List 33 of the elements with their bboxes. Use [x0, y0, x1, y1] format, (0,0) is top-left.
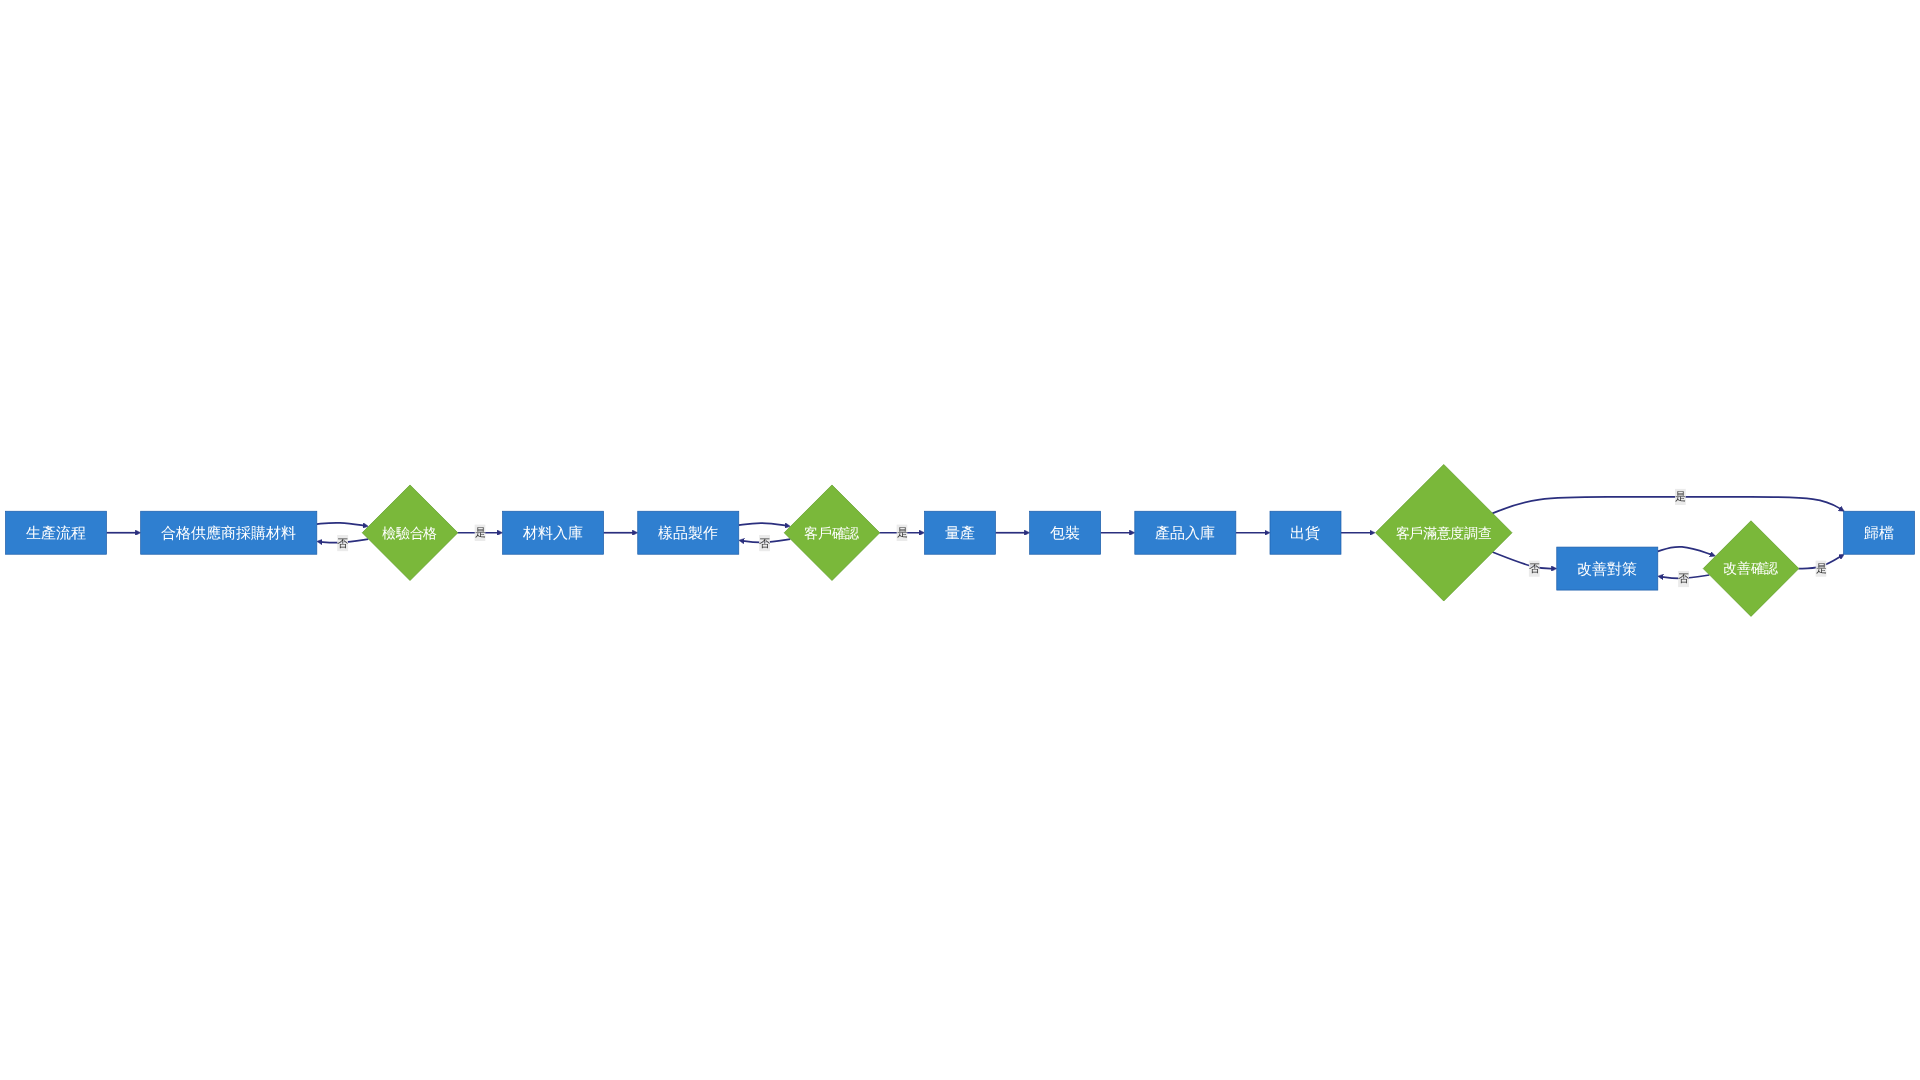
- edge-label: 否: [1528, 561, 1540, 575]
- arrow: [1099, 529, 1136, 536]
- arrow: [1491, 550, 1558, 572]
- node-diamond: 客戶滿意度調查: [1375, 463, 1513, 601]
- node-diamond: 檢驗合格: [361, 484, 459, 581]
- node-box: 生產流程: [5, 510, 107, 555]
- arrow: [105, 529, 141, 536]
- node-box: 量產: [924, 510, 996, 555]
- arrow: [1340, 529, 1376, 536]
- node-diamond: 客戶確認: [783, 484, 881, 581]
- edge-label: 是: [474, 525, 486, 539]
- edge-label: 否: [759, 535, 770, 549]
- node-box: 合格供應商採購材料: [140, 510, 318, 555]
- arrow: [602, 529, 638, 536]
- node-box: 包裝: [1029, 510, 1101, 555]
- arrow: [994, 529, 1030, 536]
- edge-label: 否: [337, 535, 349, 549]
- edge-label: 是: [896, 525, 908, 539]
- edge-label: 是: [1815, 561, 1827, 575]
- edge-label: 是: [1674, 489, 1686, 503]
- arrow: [315, 521, 369, 529]
- node-box: 材料入庫: [502, 510, 604, 555]
- node-box: 改善對策: [1556, 546, 1659, 590]
- node-box: 產品入庫: [1134, 510, 1237, 555]
- edge-label: 否: [1678, 571, 1690, 585]
- node-diamond: 改善確認: [1702, 520, 1800, 617]
- node-box: 樣品製作: [637, 510, 740, 555]
- arrow: [1656, 545, 1716, 557]
- arrow: [1235, 529, 1271, 536]
- arrow: [737, 521, 791, 529]
- node-box: 出貨: [1269, 510, 1342, 555]
- arrow: [1491, 495, 1845, 514]
- node-box: 歸檔: [1843, 510, 1915, 555]
